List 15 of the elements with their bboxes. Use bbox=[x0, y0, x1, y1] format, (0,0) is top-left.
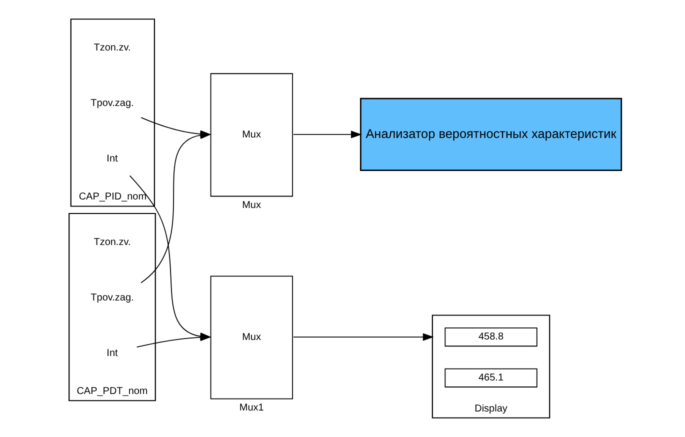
arrow bbox=[293, 130, 362, 138]
node-box: 458.8 bbox=[444, 328, 538, 347]
node-text: Int bbox=[106, 154, 118, 165]
node-text: Tpov.zag. bbox=[90, 98, 134, 110]
node-label: Mux bbox=[242, 200, 261, 211]
node-text: Tzon.zv. bbox=[94, 42, 131, 54]
node-text: Int bbox=[106, 348, 118, 359]
node-text: Tpov.zag. bbox=[90, 292, 134, 304]
node-text: Tzon.zv. bbox=[94, 237, 131, 248]
node-box: 465.1 bbox=[444, 368, 538, 388]
node-box: Mux bbox=[210, 276, 293, 400]
arrow bbox=[293, 333, 434, 341]
node-box: Анализатор вероятностных характеристик bbox=[360, 98, 622, 172]
node-box: Mux bbox=[210, 73, 293, 197]
node-label: Mux1 bbox=[239, 402, 264, 414]
